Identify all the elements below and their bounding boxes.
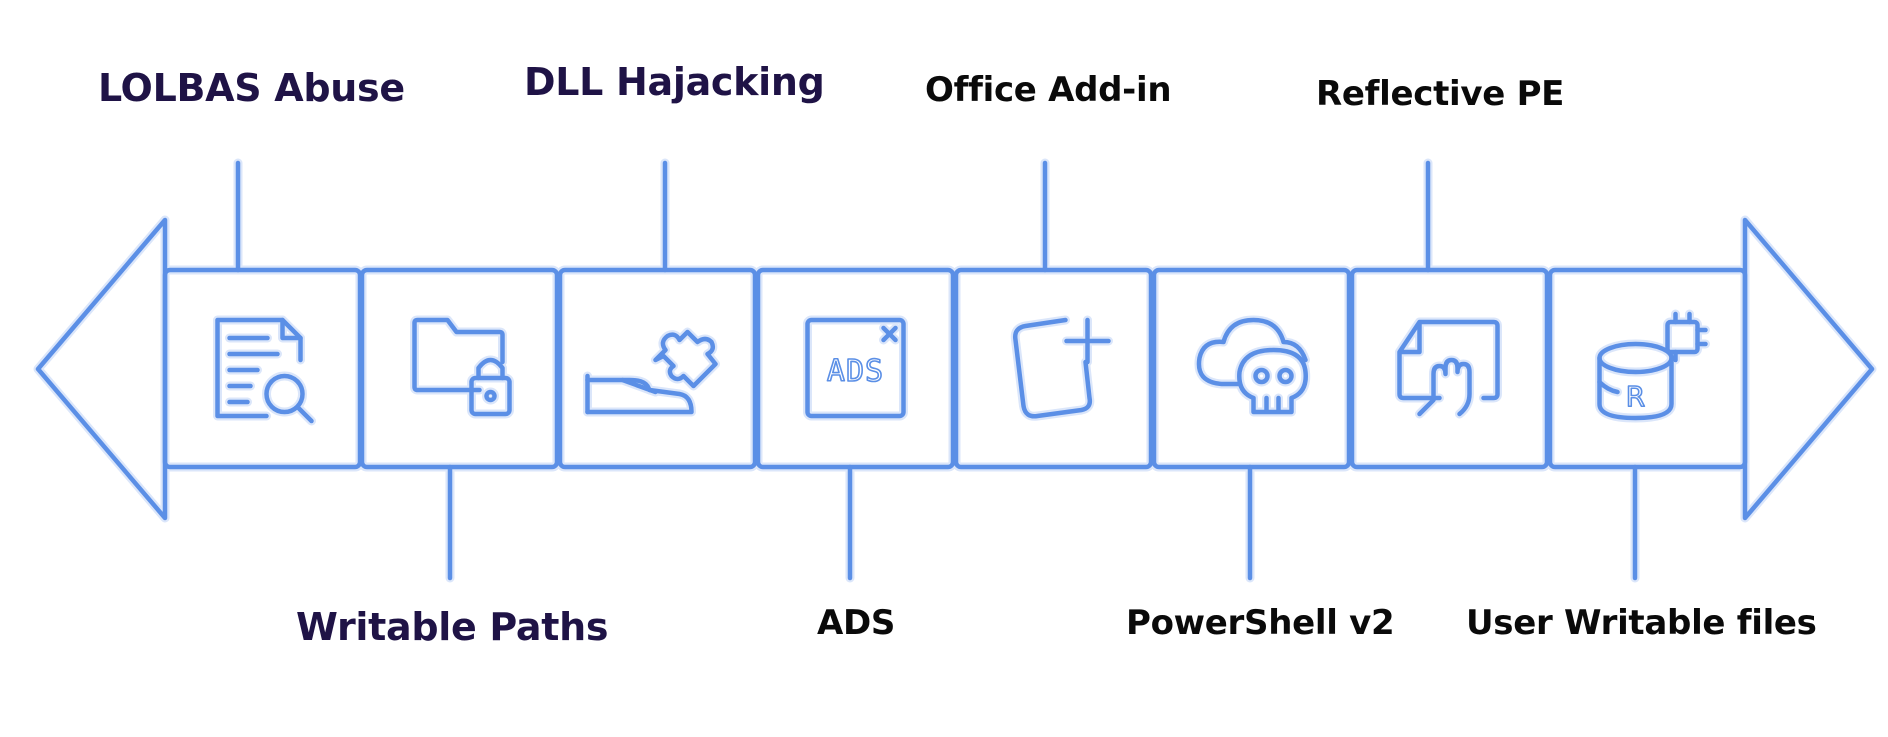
left-arrowhead — [35, 217, 168, 521]
doc-hand-page — [1397, 319, 1500, 401]
db-band — [1597, 379, 1620, 395]
timeline-box-8 — [1547, 267, 1748, 470]
close-x-2 — [881, 325, 898, 343]
skull-eye-right — [1277, 367, 1294, 385]
timeline-box-6-halo — [1149, 265, 1354, 472]
label-powershell-v2: PowerShell v2 — [1126, 603, 1395, 643]
document-search-icon — [215, 317, 314, 424]
add-square-icon-halo — [1010, 315, 1113, 421]
timeline-box-4 — [755, 267, 956, 470]
timeline-box-2-halo — [357, 265, 562, 472]
lock-body — [469, 375, 512, 417]
window-frame — [805, 317, 906, 419]
label-user-writable-files: User Writable files — [1466, 603, 1817, 643]
database-chip-icon-halo — [1595, 309, 1710, 423]
left-arrowhead-halo — [33, 215, 170, 523]
hand-shape — [1417, 357, 1472, 417]
timeline-box-2 — [359, 267, 560, 470]
label-lolbas-abuse: LOLBAS Abuse — [98, 66, 405, 110]
label-office-add-in: Office Add-in — [925, 70, 1172, 110]
hand-puzzle-icon-halo — [583, 327, 720, 417]
cloud-skull-icon — [1196, 317, 1308, 415]
tilted-square — [1012, 317, 1093, 419]
hand-thumb — [620, 377, 658, 395]
right-arrowhead-halo — [1740, 215, 1877, 523]
add-square-icon — [1012, 317, 1111, 419]
folder-lock-icon — [412, 317, 512, 417]
db-letter: R — [1626, 380, 1645, 413]
timeline-box-1-halo — [160, 265, 365, 472]
lock-keyhole — [484, 389, 497, 403]
document-hand-icon — [1397, 319, 1500, 417]
label-ads: ADS — [817, 603, 896, 643]
skull-outline-halo — [1234, 345, 1311, 417]
skull-eye-left — [1253, 367, 1270, 385]
database-chip-icon: R — [1597, 311, 1708, 421]
timeline-box-7 — [1349, 267, 1550, 470]
doc-outline — [215, 317, 303, 419]
cloud-outline — [1196, 317, 1308, 387]
magnifier-lens — [264, 373, 305, 415]
label-reflective-pe: Reflective PE — [1316, 74, 1565, 114]
folder-outline — [412, 317, 505, 393]
skull-outline — [1237, 347, 1308, 415]
chip-body — [1665, 319, 1700, 355]
timeline-box-5 — [953, 267, 1154, 470]
doc-fold — [280, 317, 303, 341]
timeline-box-1 — [162, 267, 363, 470]
ads-icon-text: ADS — [827, 354, 884, 389]
timeline-box-3 — [557, 267, 758, 470]
db-body — [1597, 355, 1674, 421]
puzzle-piece — [653, 329, 718, 389]
timeline-box-6 — [1151, 267, 1352, 470]
timeline-box-5-halo — [951, 265, 1156, 472]
hand-puzzle-icon — [585, 329, 718, 415]
timeline-box-3-halo — [555, 265, 760, 472]
right-arrowhead — [1742, 217, 1875, 521]
magnifier-handle — [295, 404, 314, 424]
tilted-square-halo — [1010, 315, 1095, 421]
label-dll-hajacking: DLL Hajacking — [524, 60, 825, 104]
label-writable-paths: Writable Paths — [296, 605, 609, 649]
chip-body-halo — [1663, 317, 1702, 357]
lock-shackle — [476, 357, 505, 381]
ads-window-icon: ADS — [805, 317, 906, 419]
main-layer: ADS R — [35, 160, 1875, 581]
